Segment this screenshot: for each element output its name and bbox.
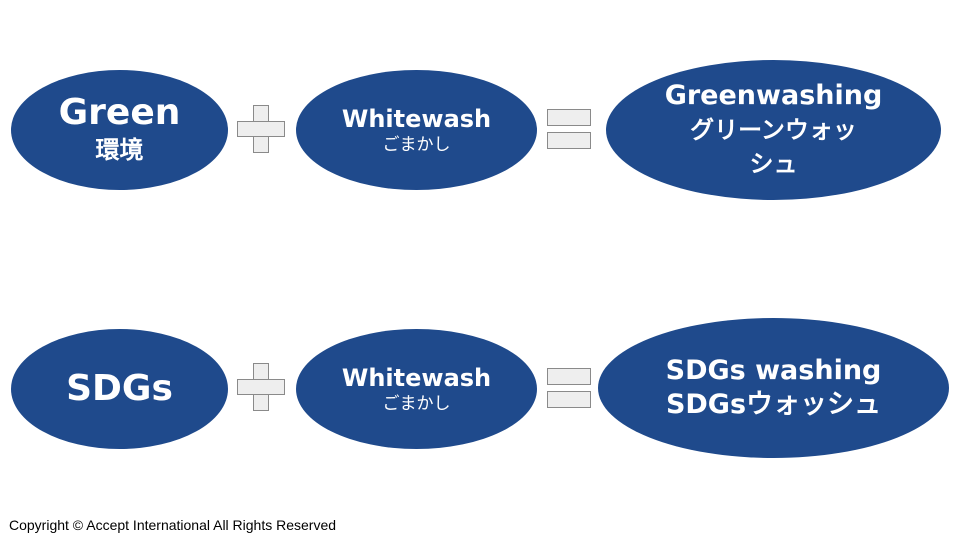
whitewash-label: Whitewash	[341, 364, 492, 392]
whitewash-jp-label: ごまかし	[382, 135, 451, 155]
equals-icon	[547, 368, 591, 410]
sdgs-washing-jp-label: SDGsウォッシュ	[665, 389, 882, 420]
greenwashing-jp-label-1: グリーンウォッ	[690, 116, 857, 144]
plus-icon	[237, 363, 285, 411]
whitewash-jp-label: ごまかし	[382, 394, 451, 414]
greenwashing-ellipse: Greenwashing グリーンウォッ シュ	[606, 60, 941, 200]
whitewash-label: Whitewash	[341, 105, 492, 133]
sdgs-washing-ellipse: SDGs washing SDGsウォッシュ	[598, 318, 949, 458]
sdgs-ellipse: SDGs	[11, 329, 228, 449]
greenwashing-jp-label-2: シュ	[749, 150, 798, 178]
greenwashing-label: Greenwashing	[664, 80, 883, 111]
equals-icon	[547, 109, 591, 151]
green-jp-label: 環境	[95, 136, 144, 164]
whitewash-ellipse: Whitewash ごまかし	[296, 329, 537, 449]
green-label: Green	[58, 92, 181, 133]
green-ellipse: Green 環境	[11, 70, 228, 190]
plus-icon	[237, 105, 285, 153]
whitewash-ellipse: Whitewash ごまかし	[296, 70, 537, 190]
sdgs-washing-label: SDGs washing	[665, 355, 882, 386]
sdgs-label: SDGs	[66, 368, 173, 409]
copyright-text: Copyright © Accept International All Rig…	[9, 517, 337, 533]
